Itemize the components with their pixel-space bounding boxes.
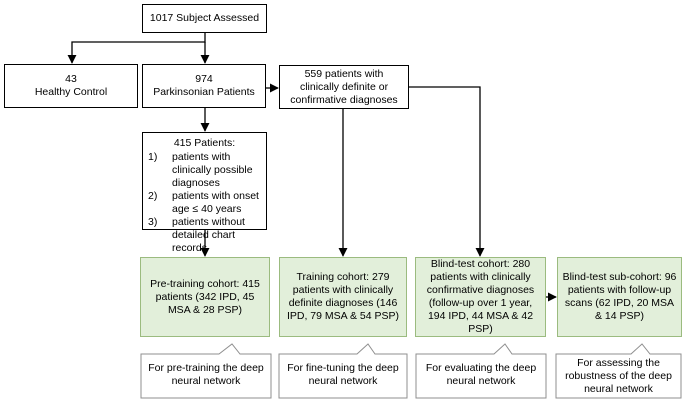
node-pretraining-cohort: Pre-training cohort: 415 patients (342 I… <box>140 257 270 337</box>
list-item-number: 3) <box>148 216 158 228</box>
callout-blindtest: For evaluating the deep neural network <box>425 362 537 387</box>
node-excluded-patients: 415 Patients: 1) patients with clinically… <box>142 132 267 254</box>
list-item-text: patients with onset age ≤ 40 years <box>172 190 259 215</box>
callout-pretraining: For pre-training the deep neural network <box>148 362 264 387</box>
node-healthy-control: 43 Healthy Control <box>4 64 138 108</box>
node-parkinsonian: 974 Parkinsonian Patients <box>142 64 266 108</box>
arrow-to-healthy <box>67 33 206 64</box>
list-item-text: patients with clinically possible diagno… <box>172 151 253 189</box>
list-item: 2) patients with onset age ≤ 40 years <box>143 190 266 216</box>
node-subject-assessed-text: 1017 Subject Assessed <box>149 12 260 24</box>
excluded-heading: 415 Patients: <box>173 137 236 149</box>
callout-shape-blindtest <box>415 343 547 399</box>
parkinsonian-label: Parkinsonian Patients <box>153 86 255 98</box>
callout-shape-training <box>278 343 408 399</box>
node-blindtest-subcohort: Blind-test sub-cohort: 96 patients with … <box>557 257 682 337</box>
callout-subcohort: For assessing the robustness of the deep… <box>565 357 672 395</box>
subcohort-text: Blind-test sub-cohort: 96 patients with … <box>562 271 677 322</box>
list-item-number: 2) <box>148 190 158 202</box>
node-training-cohort: Training cohort: 279 patients with clini… <box>279 257 407 337</box>
node-blindtest-cohort: Blind-test cohort: 280 patients with cli… <box>415 257 546 337</box>
arrow-to-blindtest <box>409 86 485 257</box>
excluded-list: 1) patients with clinically possible diag… <box>143 151 266 255</box>
list-item: 1) patients with clinically possible diag… <box>143 151 266 190</box>
blindtest-text: Blind-test cohort: 280 patients with cli… <box>426 258 535 335</box>
parkinsonian-count: 974 <box>195 73 213 85</box>
node-definite-diagnoses: 559 patients with clinically definite or… <box>279 65 409 109</box>
list-item-text: patients without detailed chart records <box>172 216 245 254</box>
pretraining-text: Pre-training cohort: 415 patients (342 I… <box>150 277 260 316</box>
training-text: Training cohort: 279 patients with clini… <box>286 271 400 322</box>
list-item: 3) patients without detailed chart record… <box>143 216 266 255</box>
node-subject-assessed: 1017 Subject Assessed <box>142 4 267 33</box>
callout-shape-pretraining <box>140 343 272 399</box>
definite-text: 559 patients with clinically definite or… <box>290 67 398 106</box>
healthy-label: Healthy Control <box>34 86 108 98</box>
callout-training: For fine-tuning the deep neural network <box>287 362 399 387</box>
callout-shape-subcohort <box>555 343 682 399</box>
list-item-number: 1) <box>148 151 158 163</box>
healthy-count: 43 <box>65 73 77 85</box>
